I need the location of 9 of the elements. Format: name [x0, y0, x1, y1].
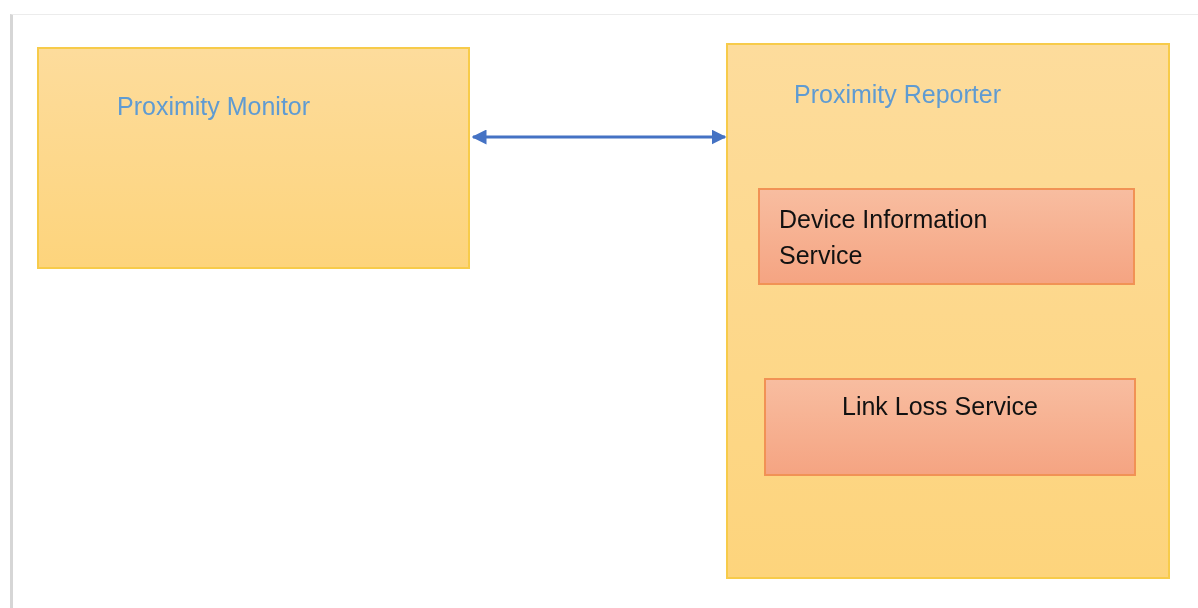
- monitor-box: [37, 47, 470, 269]
- double-arrow: [471, 129, 727, 145]
- box-label: Link Loss Service: [842, 391, 1039, 422]
- box-title: Proximity Reporter: [794, 80, 1002, 109]
- reporter-box: [726, 43, 1170, 579]
- box-label: Device Information Service: [779, 204, 989, 271]
- box-title: Proximity Monitor: [117, 92, 312, 121]
- service-box: [758, 188, 1135, 285]
- service-box: [764, 378, 1136, 476]
